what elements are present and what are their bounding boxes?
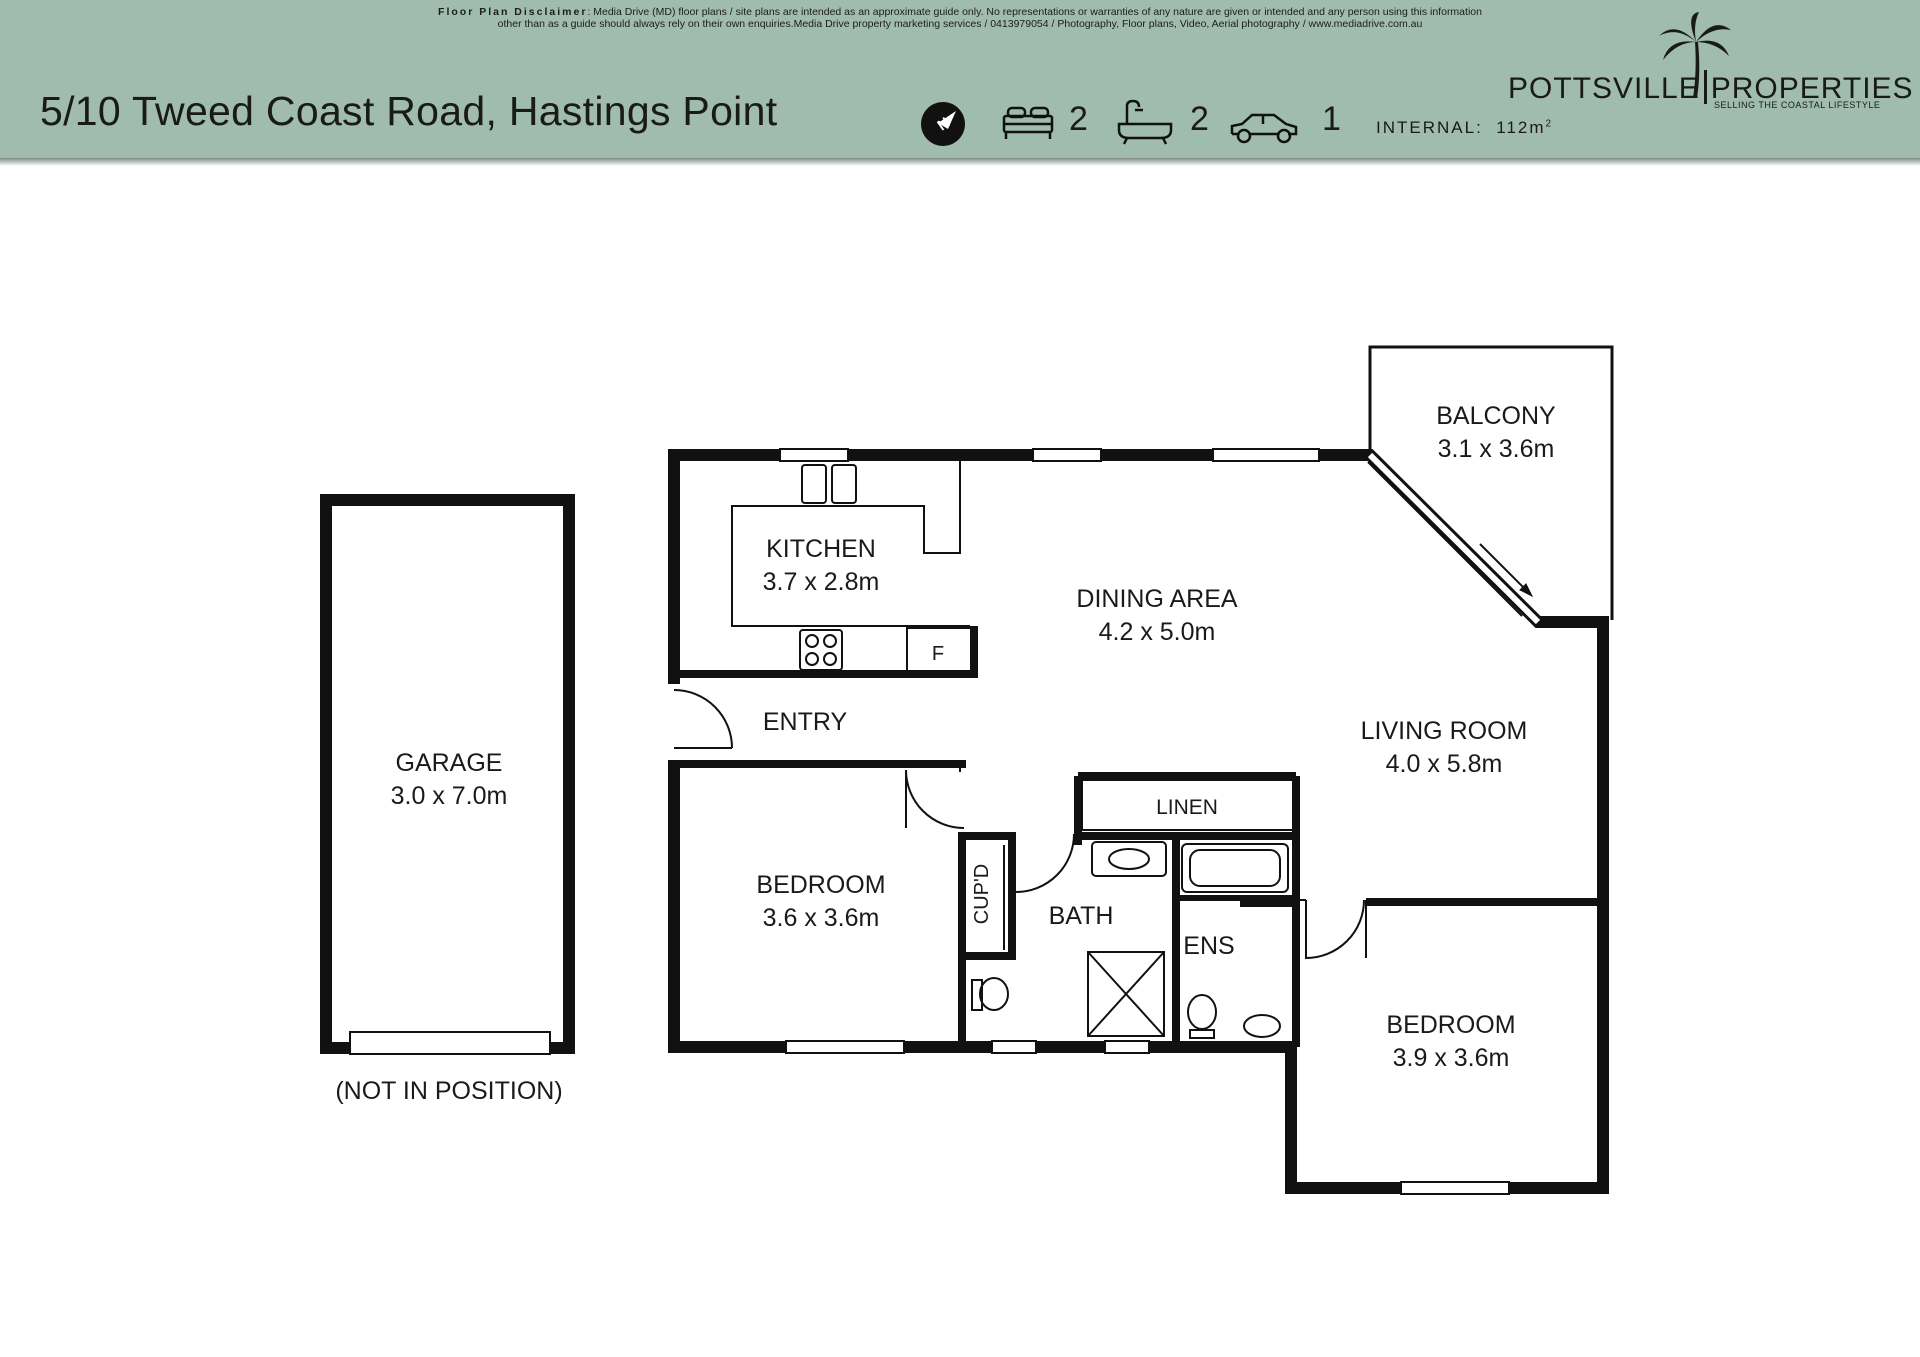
disclaimer-label: Floor Plan Disclaimer <box>438 6 588 18</box>
bath-icon <box>1117 99 1173 145</box>
bedroom2-size: 3.9 x 3.6m <box>1393 1044 1510 1072</box>
fixtures <box>971 841 1289 1039</box>
linen-label: LINEN <box>1156 796 1218 819</box>
room-labels: BALCONY 3.1 x 3.6m KITCHEN 3.7 x 2.8m DI… <box>335 402 1556 1105</box>
cupd-label: CUP'D <box>971 864 993 925</box>
kitchen-name: KITCHEN <box>766 535 876 563</box>
internal-value: 112m <box>1496 118 1546 137</box>
brand-tagline: SELLING THE COASTAL LIFESTYLE <box>1714 100 1881 110</box>
property-address: 5/10 Tweed Coast Road, Hastings Point <box>40 88 778 134</box>
living-size: 4.0 x 5.8m <box>1386 750 1503 778</box>
balcony-name: BALCONY <box>1436 402 1556 430</box>
bedroom2-name: BEDROOM <box>1386 1011 1515 1039</box>
ensuite-label: ENS <box>1183 932 1234 960</box>
bathrooms-count: 2 <box>1190 100 1209 138</box>
bedroom1-size: 3.6 x 3.6m <box>763 904 880 932</box>
fridge-label: F <box>932 643 944 665</box>
internal-label: INTERNAL: <box>1376 118 1483 137</box>
brand-left: POTTSVILLE <box>1508 72 1700 105</box>
palm-tree-icon <box>1659 12 1731 98</box>
brand-name: POTTSVILLE PROPERTIES <box>1508 70 1914 106</box>
dining-name: DINING AREA <box>1076 585 1237 613</box>
interior-walls <box>674 760 1603 1051</box>
windows <box>779 448 1510 1195</box>
bedrooms-count: 2 <box>1069 100 1088 138</box>
internal-unit-sup: 2 <box>1545 118 1554 130</box>
exterior-walls <box>668 449 1609 1194</box>
balcony-outline <box>1367 345 1614 625</box>
kitchen <box>674 461 978 678</box>
entry-label: ENTRY <box>763 708 848 736</box>
header-bar: Floor Plan Disclaimer: Media Drive (MD) … <box>0 0 1920 158</box>
bath-label: BATH <box>1049 902 1114 930</box>
bedroom1-name: BEDROOM <box>756 871 885 899</box>
garage-size: 3.0 x 7.0m <box>391 782 508 810</box>
internal-area: INTERNAL: 112m2 <box>1376 118 1553 138</box>
header-shadow <box>0 158 1920 166</box>
brand-right: PROPERTIES <box>1710 72 1914 105</box>
car-spaces-count: 1 <box>1322 100 1341 138</box>
kitchen-size: 3.7 x 2.8m <box>763 568 880 596</box>
compass-icon: N <box>921 102 965 146</box>
car-icon <box>1230 113 1298 144</box>
living-name: LIVING ROOM <box>1361 717 1528 745</box>
bed-icon <box>1002 106 1054 139</box>
disclaimer: Floor Plan Disclaimer: Media Drive (MD) … <box>0 6 1920 30</box>
garage-note: (NOT IN POSITION) <box>335 1077 562 1105</box>
garage-name: GARAGE <box>396 749 503 777</box>
entry-door <box>668 684 733 760</box>
disclaimer-line1: : Media Drive (MD) floor plans / site pl… <box>587 6 1482 18</box>
garage-walls <box>320 494 575 1055</box>
dining-size: 4.2 x 5.0m <box>1099 618 1216 646</box>
disclaimer-line2: other than as a guide should always rely… <box>497 18 1423 30</box>
balcony-size: 3.1 x 3.6m <box>1438 435 1555 463</box>
